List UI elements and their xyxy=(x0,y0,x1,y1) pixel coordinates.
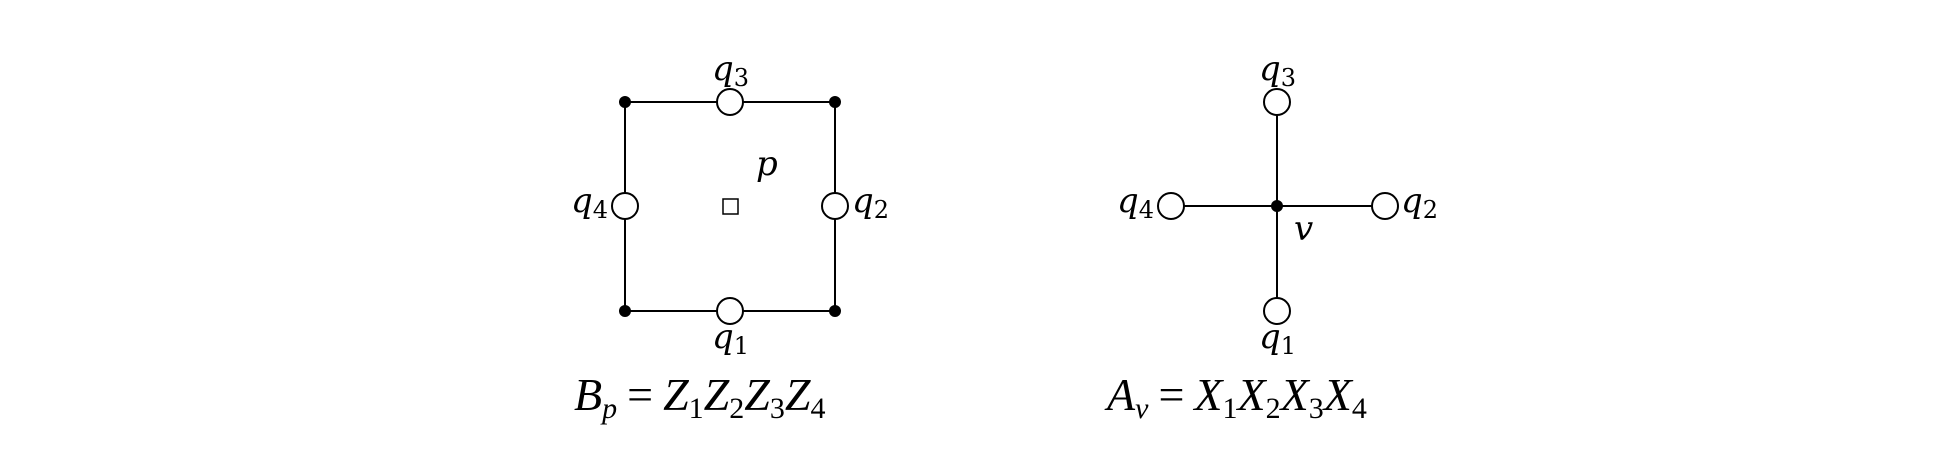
vertex-dot xyxy=(1271,200,1283,212)
qubit-label-q4: q4 xyxy=(1117,181,1154,224)
vertex-dot xyxy=(829,305,841,317)
qubit-label-q1: q1 xyxy=(1259,317,1296,360)
vertex-label: v xyxy=(1294,209,1313,249)
qubit-q4 xyxy=(611,192,639,220)
vertex-dot xyxy=(619,96,631,108)
qubit-q1 xyxy=(1263,297,1291,325)
vertex-dot xyxy=(829,96,841,108)
vertex-dot xyxy=(619,305,631,317)
qubit-label-q2: q2 xyxy=(852,181,889,224)
qubit-label-q1: q1 xyxy=(712,317,749,360)
plaquette-diagram: p q3 q1 q4 q2 Bp=Z1Z2Z3Z4 xyxy=(571,49,889,425)
qubit-q2 xyxy=(1371,192,1399,220)
qubit-q3 xyxy=(1263,88,1291,116)
plaquette-formula: Bp=Z1Z2Z3Z4 xyxy=(574,369,825,425)
qubit-q4 xyxy=(1157,192,1185,220)
plaquette-label: p xyxy=(756,144,778,184)
qubit-label-q4: q4 xyxy=(571,181,608,224)
qubit-label-q3: q3 xyxy=(712,49,749,92)
qubit-q2 xyxy=(821,192,849,220)
vertex-diagram: v q3 q1 q4 q2 Av=X1X2X3X4 xyxy=(1104,49,1438,425)
qubit-q1 xyxy=(716,297,744,325)
qubit-label-q3: q3 xyxy=(1259,49,1296,92)
vertex-formula: Av=X1X2X3X4 xyxy=(1104,369,1367,425)
qubit-q3 xyxy=(716,88,744,116)
plaquette-center-marker xyxy=(722,198,739,215)
qubit-label-q2: q2 xyxy=(1401,181,1438,224)
